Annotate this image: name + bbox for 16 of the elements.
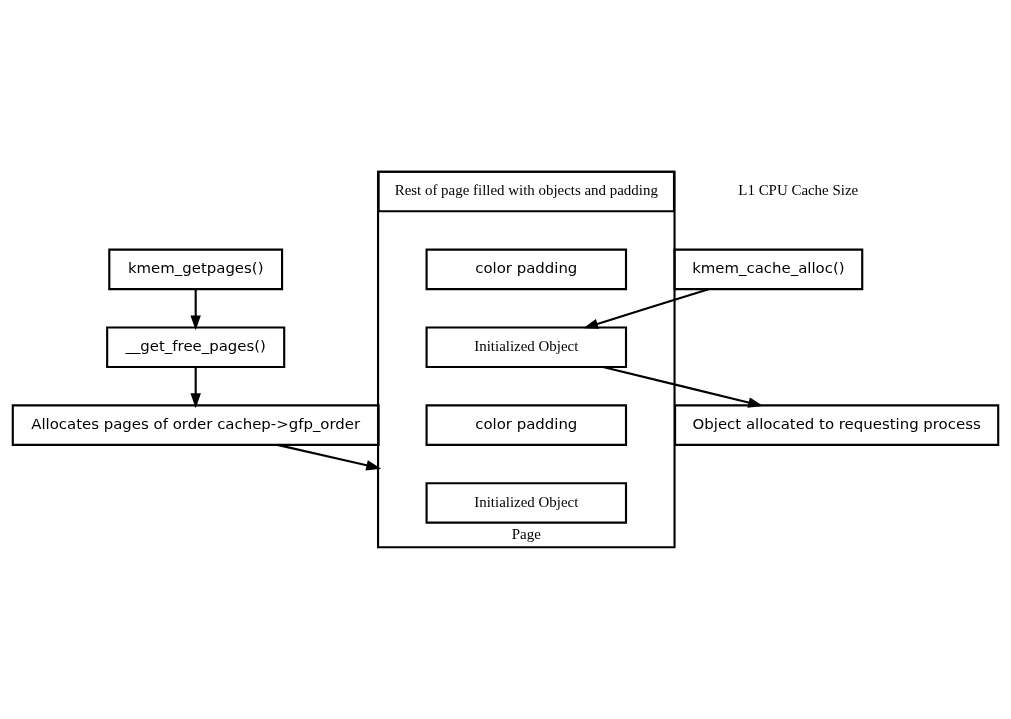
node-box: Rest of page filled with objects and padding <box>377 170 676 213</box>
node-box: color padding <box>425 248 628 291</box>
arrow <box>190 289 201 331</box>
arrow <box>277 443 382 471</box>
label: L1 CPU Cache Size <box>738 182 859 199</box>
node-box: Initialized Object <box>425 326 628 369</box>
arrow <box>583 288 709 329</box>
node-box: Object allocated to requesting process <box>674 404 1000 446</box>
arrow <box>602 366 764 408</box>
node-box: __get_free_pages() <box>106 326 286 369</box>
node-box: Allocates pages of order cachep->gfp_order <box>11 404 380 446</box>
node-box: Initialized Object <box>425 482 628 524</box>
node-box: kmem_cache_alloc() <box>673 248 864 291</box>
node-box: kmem_getpages() <box>108 248 284 291</box>
arrow <box>190 367 201 409</box>
node-box: color padding <box>425 404 628 446</box>
